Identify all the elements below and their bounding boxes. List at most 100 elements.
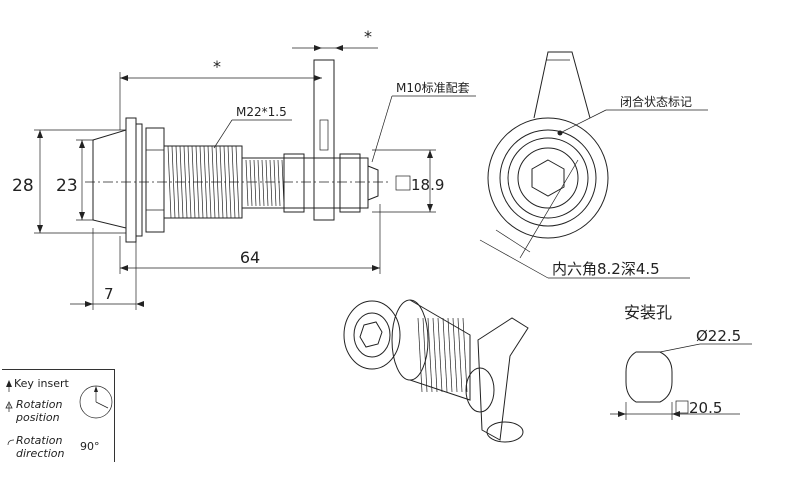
hex-socket — [531, 159, 565, 197]
legend-rotation-direction-1: Rotation — [16, 434, 63, 447]
lock-head — [92, 129, 127, 229]
washer — [135, 123, 143, 237]
thread-line — [253, 159, 257, 207]
mounting-hole-title: 安装孔 — [624, 303, 672, 322]
shaft — [241, 157, 369, 209]
arrow-down-icon — [37, 225, 43, 233]
thread-line — [457, 317, 463, 393]
arrow-up-icon — [37, 130, 43, 138]
flange — [125, 117, 137, 243]
arrow-left-icon — [335, 45, 343, 51]
thread-line — [171, 145, 176, 219]
leader-thread — [213, 119, 233, 149]
thread-line — [427, 317, 433, 393]
arrow-down-icon — [79, 212, 85, 220]
side-view: * * M22*1.5 — [12, 27, 476, 310]
legend: Key insert Rotation position Rotation di… — [2, 369, 115, 462]
square-symbol-icon — [675, 400, 689, 414]
thread-line — [437, 317, 443, 393]
dim-18-9: 18.9 — [411, 176, 444, 194]
iso-head — [343, 300, 401, 370]
thread-line — [207, 145, 212, 219]
arrow-up-icon — [6, 380, 12, 387]
diameter-label: Ø22.5 — [696, 327, 741, 345]
arrow-left-icon — [120, 265, 128, 271]
thread-line — [273, 159, 277, 207]
arrow-down-icon — [427, 204, 433, 212]
core-ring — [517, 147, 579, 209]
arrow-right-icon — [314, 75, 322, 81]
rotation-position-icon — [5, 401, 13, 409]
hex-socket-label: 内六角8.2深4.5 — [552, 260, 660, 278]
iso-head-inner — [353, 312, 391, 358]
thread-line — [442, 317, 448, 393]
shaft-thread-lines — [245, 159, 285, 207]
arrow-left-icon — [672, 411, 680, 417]
thread-line — [167, 145, 172, 219]
thread-line — [452, 317, 458, 393]
arrow-up-icon — [94, 386, 98, 392]
thread-line — [245, 159, 249, 207]
inner-ring — [507, 137, 589, 219]
shaft-nut-1 — [283, 153, 305, 213]
leader-closed — [559, 109, 607, 134]
thread-line — [417, 317, 423, 393]
leader-nut — [371, 95, 393, 163]
cam-plate — [313, 59, 335, 221]
thread-line — [249, 159, 253, 207]
rotation-direction-icon — [7, 439, 15, 446]
cam-lever — [533, 51, 591, 119]
shaft-tip — [367, 165, 379, 201]
iso-cam — [477, 317, 529, 441]
arrow-right-icon — [314, 45, 322, 51]
flat-label: 20.5 — [689, 399, 722, 417]
thread-line — [447, 317, 453, 393]
thread-line — [432, 317, 438, 393]
legend-rotation-position-1: Rotation — [16, 398, 63, 411]
hex-dim-line — [495, 229, 531, 253]
iso-hex — [359, 321, 383, 348]
thread-line — [203, 145, 208, 219]
dim-7: 7 — [104, 285, 114, 303]
arrow-up-icon — [79, 140, 85, 148]
thread-line — [183, 145, 188, 219]
hole-shape — [625, 351, 673, 403]
dim-cam-marker: * — [364, 27, 372, 46]
iso-thread-lines — [417, 317, 468, 393]
legend-rotation-direction-2: direction — [16, 447, 65, 460]
dial-hand — [95, 401, 109, 409]
dim-overall-marker: * — [213, 57, 221, 76]
thread-line — [269, 159, 273, 207]
nut-label: M10标准配套 — [396, 81, 470, 95]
thread-line — [277, 159, 281, 207]
leader-diameter — [659, 343, 701, 353]
dim-64: 64 — [240, 248, 260, 267]
thread-line — [265, 159, 269, 207]
legend-key-insert: Key insert — [14, 377, 69, 390]
arrow-left-icon — [120, 75, 128, 81]
thread-label: M22*1.5 — [236, 105, 287, 119]
front-view: 闭合状态标记 内六角8.2深4.5 — [479, 51, 708, 279]
arrow-left-icon — [136, 301, 144, 307]
hex-diag — [519, 159, 579, 259]
square-symbol-icon — [395, 175, 411, 191]
iso-flange — [391, 299, 429, 381]
thread-line — [261, 159, 265, 207]
mid-ring — [499, 129, 597, 227]
leader-hex — [479, 239, 549, 279]
arrow-right-icon — [85, 301, 93, 307]
arrow-right-icon — [372, 265, 380, 271]
iso-nut — [465, 367, 495, 413]
iso-body — [409, 299, 471, 401]
cam-slot — [319, 119, 329, 151]
thread-line — [257, 159, 261, 207]
thread-line — [219, 145, 224, 219]
legend-rotation-position-2: position — [16, 411, 60, 424]
arrow-up-icon — [427, 150, 433, 158]
closed-mark-label: 闭合状态标记 — [620, 94, 692, 109]
thread-line — [422, 317, 428, 393]
arrow-right-icon — [618, 411, 626, 417]
thread-line — [462, 317, 468, 393]
shaft-nut-2 — [339, 153, 361, 213]
